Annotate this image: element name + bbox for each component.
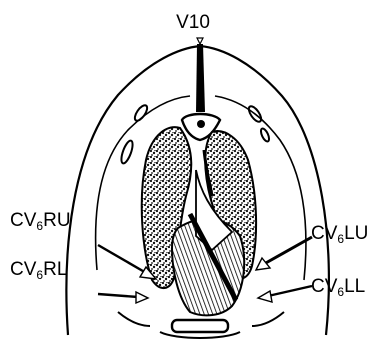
vertebra [172,320,228,332]
label-cv6rl: CV6RL [10,259,67,282]
arrow-cv6rl-shaft [98,294,138,297]
label-cv6ru: CV6RU [10,210,71,233]
label-cv6ll: CV6LL [311,276,365,299]
arrow-cv6ll-shaft [268,286,312,296]
right-vessel-mid [259,127,270,142]
trachea [196,44,205,112]
central-vessel-dot [197,120,205,128]
rib-right [252,312,284,326]
v10-marker-icon [197,38,203,44]
label-v10: V10 [176,12,210,33]
arrow-cv6ll-head-icon [258,291,272,302]
left-vessel-lower [119,139,135,164]
label-cv6lu: CV6LU [311,223,368,246]
arrow-cv6lu-head-icon [256,258,270,270]
rib-left [118,312,150,326]
arrow-cv6rl-head-icon [136,292,148,303]
arrow-cv6ru-shaft [98,245,148,274]
